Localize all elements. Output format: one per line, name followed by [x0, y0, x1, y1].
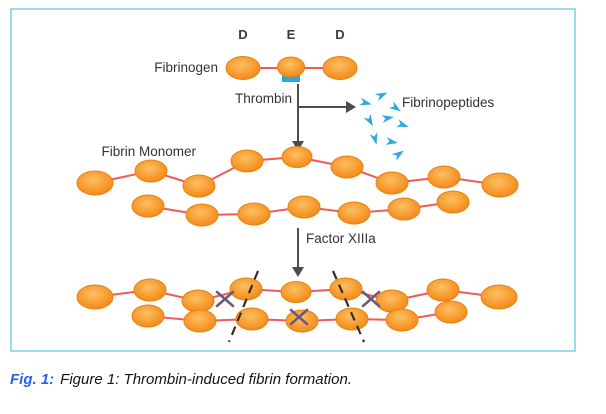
fibrin-monomer-structure	[76, 146, 519, 227]
fibrinopeptides-label: Fibrinopeptides	[402, 95, 495, 110]
thrombin-arrow	[292, 84, 356, 151]
domain-label-d-left: D	[238, 27, 248, 42]
protofibril-boundary-dashes	[227, 270, 366, 343]
crosslink-x-marks	[215, 290, 381, 326]
fibrin-monomer-label: Fibrin Monomer	[101, 144, 196, 159]
domain-label-d-right: D	[335, 27, 345, 42]
crosslinked-fibrin-structure	[76, 270, 518, 343]
figure-caption: Fig. 1: Figure 1: Thrombin-induced fibrin…	[10, 371, 596, 388]
domain-label-e-center: E	[286, 27, 296, 42]
factor-xiiia-label: Factor XIIIa	[306, 231, 376, 246]
fibrinogen-molecule	[225, 56, 358, 82]
caption-text: Figure 1: Thrombin-induced fibrin format…	[60, 371, 352, 388]
caption-prefix: Fig. 1:	[10, 371, 55, 388]
thrombin-label: Thrombin	[234, 91, 292, 106]
fibrinogen-label: Fibrinogen	[154, 60, 218, 75]
factor-xiiia-arrow	[292, 228, 304, 277]
